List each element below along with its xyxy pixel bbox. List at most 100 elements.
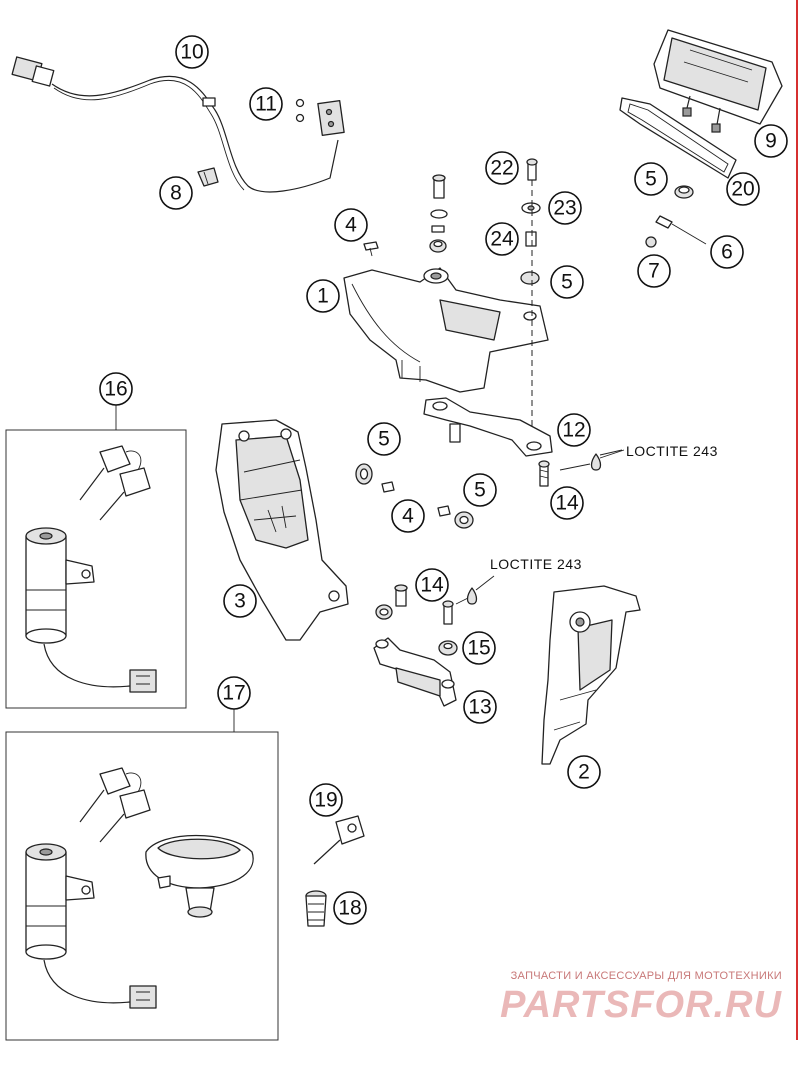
lock-cylinder-icon xyxy=(25,527,95,644)
part-13-lower-mount xyxy=(373,637,457,707)
svg-text:23: 23 xyxy=(553,197,576,220)
part-4-screw-mid-upper xyxy=(381,481,395,493)
callout-5-cluster: 5 xyxy=(634,162,668,196)
callout-1: 1 xyxy=(306,279,340,313)
svg-text:4: 4 xyxy=(345,214,357,237)
svg-text:8: 8 xyxy=(170,182,182,205)
part-3-side-panel xyxy=(215,419,349,641)
callout-3: 3 xyxy=(223,584,257,618)
callout-12: 12 xyxy=(557,413,591,447)
part-14-bolt-upper xyxy=(538,460,550,487)
callout-18: 18 xyxy=(333,891,367,925)
svg-text:5: 5 xyxy=(474,479,486,502)
fuel-cap-icon xyxy=(145,834,254,918)
callout-10: 10 xyxy=(175,35,209,69)
part-5-grommet-mid-right xyxy=(454,511,474,529)
svg-text:12: 12 xyxy=(562,419,585,442)
part-4-screw-mid-lower xyxy=(437,505,451,517)
callout-13: 13 xyxy=(463,690,497,724)
part-11-connector-block xyxy=(295,98,345,137)
svg-text:15: 15 xyxy=(467,637,490,660)
svg-text:5: 5 xyxy=(561,271,573,294)
svg-text:20: 20 xyxy=(731,178,754,201)
part-6-bolt xyxy=(655,215,707,245)
callout-23: 23 xyxy=(548,191,582,225)
lock-wire xyxy=(43,959,131,1004)
svg-text:3: 3 xyxy=(234,590,246,613)
callout-5-upper-right: 5 xyxy=(550,265,584,299)
callout-6: 6 xyxy=(710,235,744,269)
leader-lines xyxy=(599,449,623,456)
svg-text:10: 10 xyxy=(180,41,203,64)
svg-text:4: 4 xyxy=(402,505,414,528)
callout-14-upper: 14 xyxy=(550,486,584,520)
svg-text:5: 5 xyxy=(645,168,657,191)
svg-text:22: 22 xyxy=(490,157,513,180)
callout-5-mid-right: 5 xyxy=(463,473,497,507)
lock-wire xyxy=(43,643,131,688)
lock-cylinder-icon xyxy=(25,843,95,960)
lock-connector xyxy=(129,985,157,1009)
part-12-mounting-plate xyxy=(423,397,553,457)
watermark: ЗАПЧАСТИ И АКСЕССУАРЫ ДЛЯ МОТОТЕХНИКИ PA… xyxy=(462,970,782,1027)
key-icon xyxy=(99,789,151,843)
svg-text:19: 19 xyxy=(314,789,337,812)
callout-7: 7 xyxy=(637,254,671,288)
svg-text:14: 14 xyxy=(555,492,579,515)
svg-text:14: 14 xyxy=(420,574,444,597)
part-8-cable-clip xyxy=(197,167,219,187)
callout-19: 19 xyxy=(309,783,343,817)
group-17-lock-cap-set xyxy=(5,706,279,1041)
callout-15: 15 xyxy=(462,631,496,665)
svg-text:1: 1 xyxy=(317,285,329,308)
part-15-grommet xyxy=(438,640,458,656)
watermark-brand: PARTSFOR.RU xyxy=(500,984,782,1026)
loctite-note-lower: LOCTITE 243 xyxy=(490,556,582,572)
svg-text:7: 7 xyxy=(648,260,660,283)
part-18-lock-pin xyxy=(305,890,327,927)
key-icon xyxy=(99,467,151,521)
callout-16: 16 xyxy=(99,372,133,406)
callout-9: 9 xyxy=(754,124,788,158)
hardware-stack-right xyxy=(520,158,541,440)
svg-text:13: 13 xyxy=(468,696,491,719)
watermark-subtitle: ЗАПЧАСТИ И АКСЕССУАРЫ ДЛЯ МОТОТЕХНИКИ xyxy=(510,970,782,982)
svg-text:24: 24 xyxy=(490,228,514,251)
callout-17: 17 xyxy=(217,676,251,710)
part-2-side-panel-right xyxy=(541,585,641,765)
part-14-bolt-lower xyxy=(375,584,408,620)
part-20-gasket xyxy=(619,97,737,179)
callout-11: 11 xyxy=(249,87,283,121)
svg-text:5: 5 xyxy=(378,428,390,451)
svg-text:2: 2 xyxy=(578,761,590,784)
loctite-note-upper: LOCTITE 243 xyxy=(626,443,718,459)
part-9-speedometer xyxy=(653,29,783,133)
part-7-nut xyxy=(645,236,657,248)
callout-22: 22 xyxy=(485,151,519,185)
key-icon xyxy=(79,445,142,501)
loctite-drop-upper xyxy=(559,449,625,471)
svg-text:11: 11 xyxy=(255,93,277,116)
part-14-bolt-lower-right xyxy=(442,600,454,625)
part-1-headlight-bracket xyxy=(343,267,549,393)
part-5-cluster-grommet xyxy=(674,185,694,199)
callout-5-mid-left: 5 xyxy=(367,422,401,456)
svg-text:16: 16 xyxy=(104,378,127,401)
callout-24: 24 xyxy=(485,222,519,256)
part-5-grommet-mid-left xyxy=(355,463,373,485)
group-16-ignition-set xyxy=(5,402,187,709)
svg-text:6: 6 xyxy=(721,241,733,264)
lock-connector xyxy=(129,669,157,693)
hardware-stack-left xyxy=(429,174,448,253)
loctite-drop-lower xyxy=(455,575,495,605)
callout-8: 8 xyxy=(159,176,193,210)
svg-text:18: 18 xyxy=(338,897,361,920)
part-19-key xyxy=(313,815,365,865)
svg-text:9: 9 xyxy=(765,130,777,153)
part-4-screw-top xyxy=(363,241,379,257)
key-icon xyxy=(79,767,142,823)
callout-20: 20 xyxy=(726,172,760,206)
callout-4-upper: 4 xyxy=(334,208,368,242)
svg-text:17: 17 xyxy=(222,682,245,705)
